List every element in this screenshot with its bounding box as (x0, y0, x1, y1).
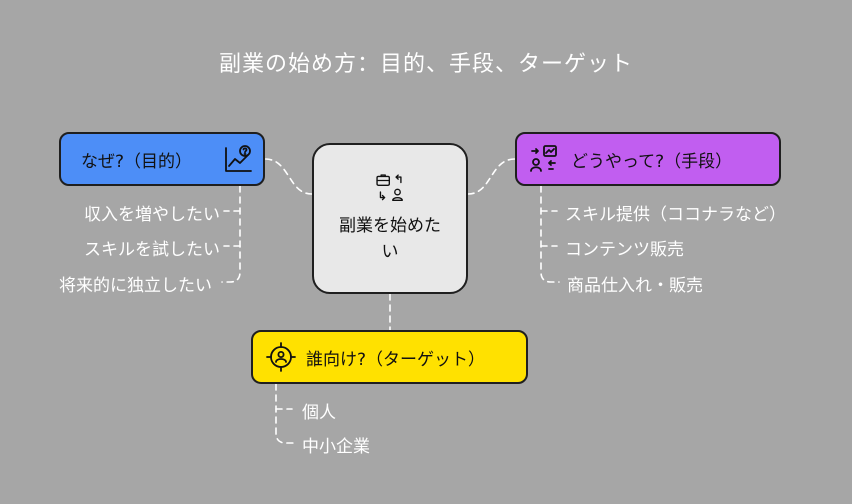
why-label: なぜ?（目的） (81, 151, 193, 172)
connector-why-trunk (221, 185, 241, 283)
briefcase-person-icon (376, 173, 403, 201)
why-item: スキルを試したい (84, 240, 220, 260)
how-item: スキル提供（ココナラなど） (565, 205, 786, 225)
how-item: 商品仕入れ・販売 (567, 276, 703, 296)
center-label: 副業を始めたい (339, 215, 441, 262)
why-node[interactable]: なぜ?（目的） (59, 132, 265, 186)
why-item: 将来的に独立したい (59, 276, 212, 296)
chart-question-icon (225, 145, 252, 172)
how-label: どうやって?（手段） (571, 151, 733, 172)
who-item: 中小企業 (302, 437, 370, 457)
who-item: 個人 (302, 403, 336, 423)
why-item: 収入を増やしたい (84, 205, 220, 225)
exchange-chart-icon (530, 145, 557, 172)
connector-how-trunk (540, 185, 560, 283)
how-item: コンテンツ販売 (565, 240, 684, 260)
connector-who-trunk (275, 383, 295, 444)
center-node[interactable]: 副業を始めたい (312, 143, 468, 294)
connector-center-how (467, 158, 516, 195)
who-label: 誰向け?（ターゲット） (306, 349, 486, 370)
page-title: 副業の始め方：目的、手段、ターゲット (218, 52, 633, 77)
target-person-icon (266, 342, 296, 372)
how-node[interactable]: どうやって?（手段） (515, 132, 781, 186)
who-node[interactable]: 誰向け?（ターゲット） (251, 330, 528, 384)
connector-center-why (264, 158, 313, 195)
